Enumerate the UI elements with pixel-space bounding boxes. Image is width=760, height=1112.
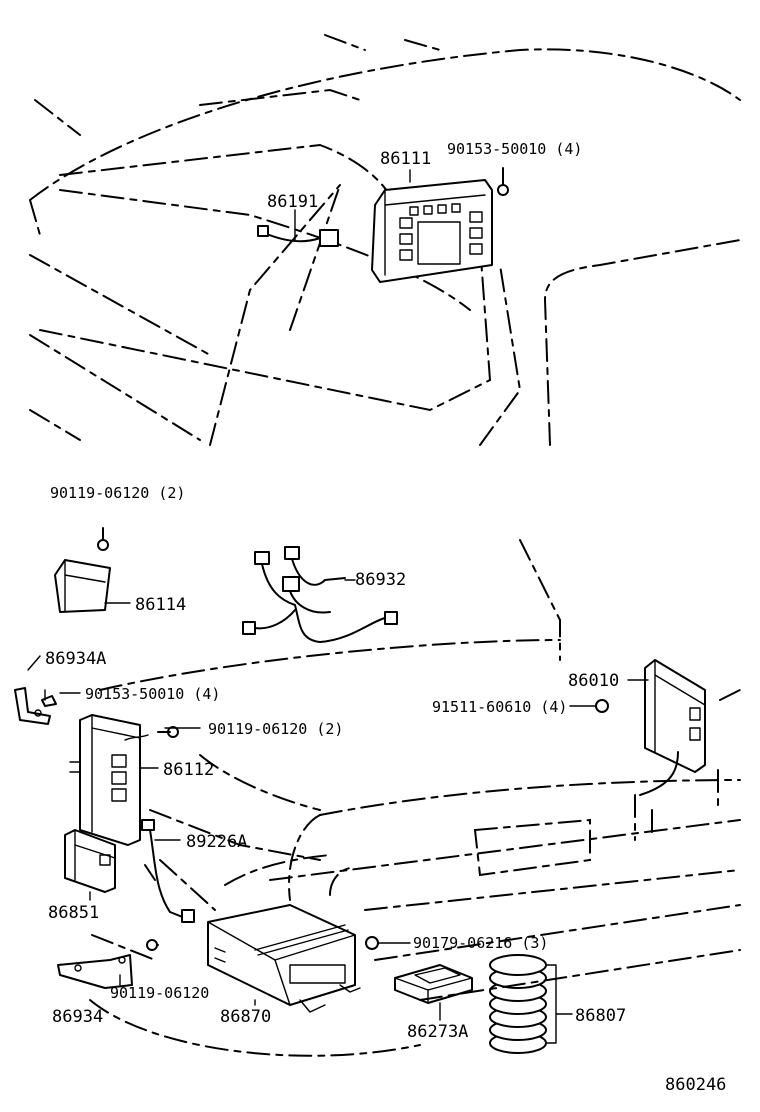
label-90153-top: 90153-50010 (4): [447, 140, 582, 158]
label-86111: 86111: [380, 149, 431, 169]
module-86851: [64, 829, 116, 893]
module-86273A: [394, 964, 473, 1004]
label-90119-b: 90119-06120 (2): [208, 720, 343, 738]
unit-86870: [207, 904, 361, 1013]
label-86010: 86010: [568, 671, 619, 691]
label-86934A: 86934A: [45, 649, 106, 669]
disc-stack-86807: [489, 954, 573, 1054]
bracket-86934: [57, 939, 159, 989]
label-86191: 86191: [267, 192, 318, 212]
label-86112: 86112: [163, 760, 214, 780]
cable-86191: [257, 209, 339, 247]
module-86112: [69, 714, 179, 846]
label-91511: 91511-60610 (4): [432, 698, 567, 716]
label-86870: 86870: [220, 1007, 271, 1027]
label-90119-c: 90119-06120: [110, 984, 209, 1002]
nut-90179: [365, 936, 411, 950]
label-86851: 86851: [48, 903, 99, 923]
label-90153-mid: 90153-50010 (4): [85, 685, 220, 703]
bracket-86934A: [14, 655, 57, 725]
label-86114: 86114: [135, 595, 186, 615]
harness-89226A: [141, 819, 195, 923]
car-rear-outline: [89, 539, 741, 1057]
unit-86010: [569, 659, 706, 796]
label-86273A: 86273A: [407, 1022, 468, 1042]
module-86114: [54, 527, 131, 613]
label-86932: 86932: [355, 570, 406, 590]
label-90179: 90179-06216 (3): [413, 934, 548, 952]
display-unit-86111: [371, 179, 493, 283]
label-89226A: 89226A: [186, 832, 247, 852]
harness-86932: [242, 546, 398, 643]
diagram-id: 860246: [665, 1075, 726, 1095]
label-90119-a: 90119-06120 (2): [50, 484, 185, 502]
label-86934: 86934: [52, 1007, 103, 1027]
leader-lines: [44, 579, 649, 1021]
screw-icon: [497, 167, 509, 196]
label-86807: 86807: [575, 1006, 626, 1026]
